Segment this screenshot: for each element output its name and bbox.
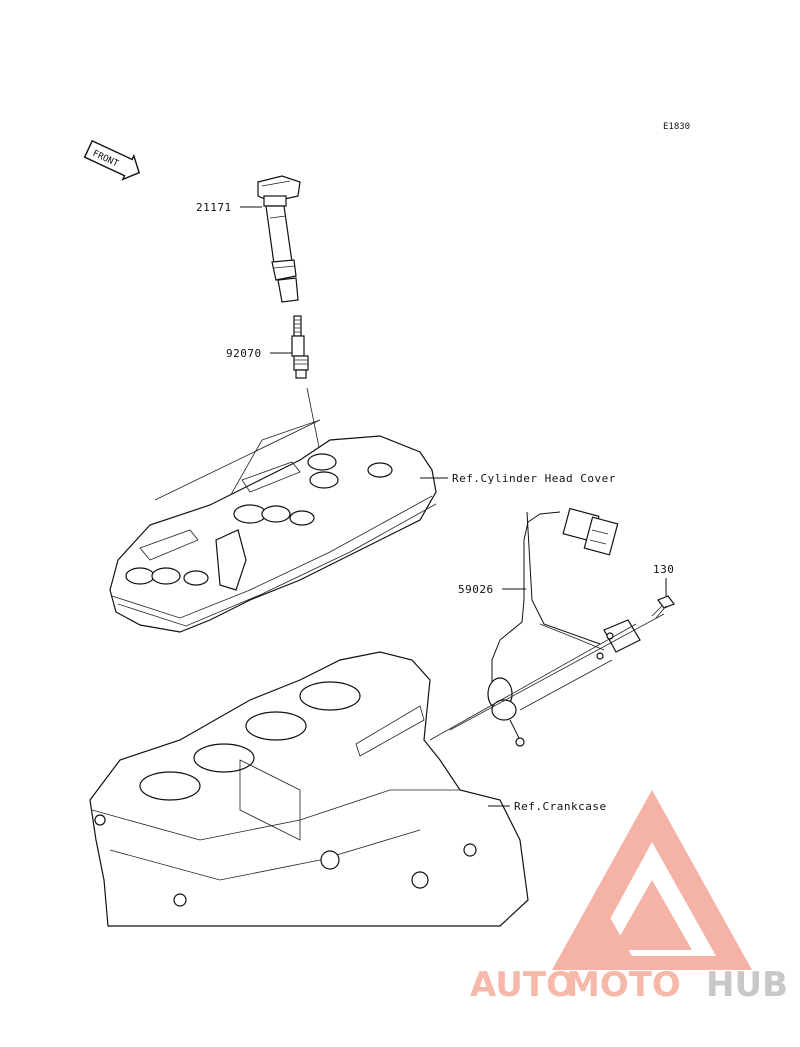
ref-cylinder-head-cover: Ref.Cylinder Head Cover — [452, 472, 616, 485]
watermark-text: AUTO MOTO HUB — [470, 965, 788, 1005]
ignition-coil — [257, 175, 301, 303]
watermark-hub: HUB — [706, 965, 788, 1005]
watermark-moto: MOTO — [566, 965, 681, 1005]
part-number-59026: 59026 — [458, 583, 494, 596]
part-number-130: 130 — [653, 563, 674, 576]
crankshaft-sensor-harness — [487, 507, 641, 747]
watermark-auto: AUTO — [470, 965, 575, 1005]
front-arrow-icon: FRONT — [83, 139, 141, 181]
part-number-21171: 21171 — [196, 201, 232, 214]
diagram-code: E1830 — [663, 122, 690, 132]
crankcase — [89, 651, 529, 927]
watermark-logo — [552, 790, 752, 970]
cylinder-head-cover — [109, 435, 437, 633]
ref-crankcase: Ref.Crankcase — [514, 800, 607, 813]
spark-plug — [291, 315, 309, 379]
bolt — [651, 595, 675, 619]
part-number-92070: 92070 — [226, 347, 262, 360]
